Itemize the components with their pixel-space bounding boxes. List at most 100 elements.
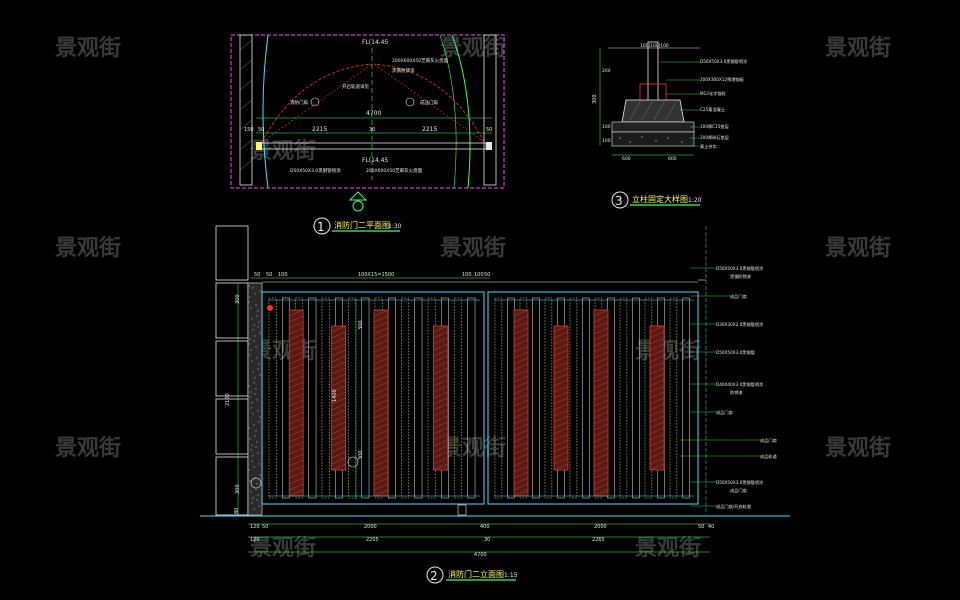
stone-dot <box>248 427 250 429</box>
elev-top-dim: 50 <box>484 272 490 278</box>
panel-hatch-line <box>513 447 529 455</box>
panel-hatch-line <box>553 343 569 351</box>
panel-hatch-line <box>373 483 389 491</box>
panel-hatch-line <box>373 441 389 449</box>
panel-hatch-line <box>373 477 389 485</box>
panel-hatch-line <box>649 391 665 399</box>
panel-hatch-line <box>373 459 389 467</box>
elev-floor-stopper <box>457 504 467 516</box>
stone-dot <box>255 304 257 306</box>
panel-hatch-line <box>373 435 389 443</box>
plan-curve-right <box>451 34 471 189</box>
panel-hatch-line <box>289 483 304 491</box>
panel-hatch-line <box>649 397 665 405</box>
watermark: 景观街 <box>55 435 121 461</box>
panel-hatch-line <box>593 453 609 461</box>
stone-dot <box>251 460 253 462</box>
watermark: 景观街 <box>55 235 121 261</box>
panel-hatch-line <box>553 373 569 381</box>
stone-dot <box>248 301 250 303</box>
panel-hatch-line <box>593 429 609 437</box>
panel-hatch-line <box>289 369 304 377</box>
plan-dim-edge-left: 150 <box>244 127 254 133</box>
panel-hatch-line <box>513 483 529 491</box>
elev-right-note: 成品门扇/开启轨道 <box>716 503 752 510</box>
gate-slat <box>544 297 553 499</box>
panel-hatch-line <box>553 397 569 405</box>
gate-slat <box>268 297 277 499</box>
stone-dot <box>248 469 250 471</box>
panel-hatch-line <box>331 433 346 441</box>
panel-hatch-line <box>513 477 529 485</box>
panel-hatch-line <box>373 345 389 353</box>
stone-dot <box>252 329 254 331</box>
elev-inner-dim: 1400 <box>332 389 338 402</box>
elev-title: 消防门二立面图 <box>448 569 504 579</box>
stone-dot <box>256 499 258 501</box>
panel-hatch-line <box>649 337 665 345</box>
detail-gravel-dots <box>619 136 683 143</box>
detail-view: 100|100|100 300 200 100 100 D50X50X3.0黑钢… <box>592 41 748 209</box>
stone-dot <box>256 399 258 401</box>
stone-dot <box>258 321 260 323</box>
panel-hatch-line <box>373 321 389 329</box>
detail-note: 200厚碎石垫层 <box>700 134 729 141</box>
stone-dot <box>258 363 260 365</box>
watermark: 景观街 <box>440 35 506 61</box>
panel-hatch-line <box>553 337 569 345</box>
panel-hatch-line <box>373 375 389 383</box>
elev-left-dim: 300 <box>235 294 241 304</box>
panel-hatch-line <box>513 309 529 317</box>
elev-top-dim: 50 <box>254 272 260 278</box>
gate-slat <box>632 297 640 499</box>
gate-slat <box>308 297 317 499</box>
panel-hatch-line <box>553 349 569 357</box>
panel-hatch-line <box>593 399 609 407</box>
stone-dot <box>250 391 252 393</box>
stone-dot <box>257 494 259 496</box>
elev-callout-marker <box>250 477 262 489</box>
plan-level-bottom: FL(14.45 <box>362 157 388 164</box>
panel-hatch-line <box>553 355 569 363</box>
panel-hatch-line <box>433 331 448 339</box>
panel-hatch-line <box>433 415 448 423</box>
panel-hatch-line <box>289 417 304 425</box>
panel-hatch-line <box>593 327 609 335</box>
elev-top-dim: 50 <box>266 272 272 278</box>
panel-hatch-line <box>649 343 665 351</box>
panel-hatch-line <box>513 327 529 335</box>
elev-bottom-dim: 400 <box>480 524 490 530</box>
stone-dot <box>259 332 261 334</box>
watermark: 景观街 <box>635 338 701 364</box>
panel-hatch-line <box>513 423 529 431</box>
stone-dot <box>250 407 252 409</box>
gate-slat <box>644 297 653 499</box>
stone-dot <box>252 497 254 499</box>
elev-inner-dim: 300 <box>358 320 364 330</box>
detail-dim-c: 100 <box>602 138 611 144</box>
panel-hatch-line <box>373 399 389 407</box>
elevation-view: 50 50 100 100X15=1500 100 100 50 300 210… <box>200 225 790 584</box>
panel-hatch-line <box>513 351 529 359</box>
plan-scale: 1:30 <box>388 223 402 230</box>
detail-bedding-layer <box>611 121 695 133</box>
plan-note-top: 200X600X50芝麻灰火烧面 <box>392 57 449 64</box>
panel-hatch-line <box>433 451 448 459</box>
detail-top-dim: 100|100|100 <box>640 43 669 49</box>
panel-hatch-line <box>513 399 529 407</box>
panel-hatch-line <box>649 331 665 339</box>
panel-hatch-line <box>289 357 304 365</box>
panel-hatch-line <box>593 345 609 353</box>
panel-hatch-line <box>433 379 448 387</box>
panel-hatch-line <box>513 441 529 449</box>
panel-hatch-line <box>289 441 304 449</box>
elev-bottom-dim: 50 <box>262 524 268 530</box>
panel-hatch-line <box>289 429 304 437</box>
stone-dot <box>259 474 261 476</box>
panel-hatch-line <box>331 373 346 381</box>
plan-callout-left <box>310 97 320 107</box>
panel-hatch-line <box>373 333 389 341</box>
panel-hatch-line <box>593 447 609 455</box>
detail-dim-height: 300 <box>592 94 598 104</box>
